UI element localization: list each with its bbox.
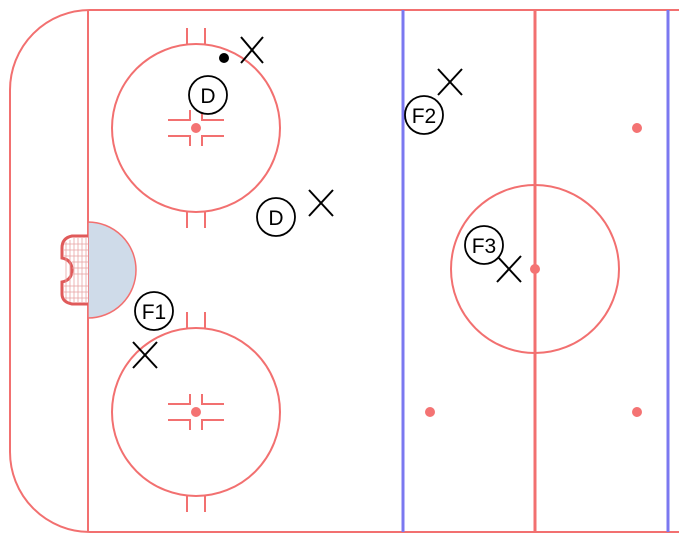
- player-label: F3: [472, 235, 497, 258]
- player-marker-d2: D: [256, 197, 296, 237]
- player-label: F1: [142, 301, 167, 324]
- player-label: F2: [412, 105, 437, 128]
- puck: [219, 53, 229, 63]
- x-mark: [132, 341, 158, 369]
- neutral-dot-bottom-right: [632, 407, 642, 417]
- rink-boards: [9, 9, 679, 533]
- neutral-dot-bottom-left: [425, 407, 435, 417]
- player-marker-f2: F2: [404, 95, 444, 135]
- faceoff-dot-bottom: [191, 407, 201, 417]
- player-label: D: [200, 85, 215, 108]
- goal-net: [60, 234, 88, 306]
- x-mark: [437, 68, 463, 96]
- player-marker-f1: F1: [134, 291, 174, 331]
- player-marker-d1: D: [188, 75, 228, 115]
- player-label: D: [268, 207, 283, 230]
- neutral-dot-top-right: [632, 123, 642, 133]
- x-mark: [308, 189, 334, 217]
- faceoff-circle-bottom: [111, 312, 281, 512]
- faceoff-dot-top: [191, 123, 201, 133]
- x-mark: [496, 255, 522, 283]
- player-marker-f3: F3: [464, 225, 504, 265]
- center-circle: [450, 184, 620, 354]
- x-mark: [240, 36, 264, 64]
- faceoff-circle-top: [111, 28, 281, 228]
- goal-crease: [87, 221, 137, 319]
- center-dot: [530, 264, 540, 274]
